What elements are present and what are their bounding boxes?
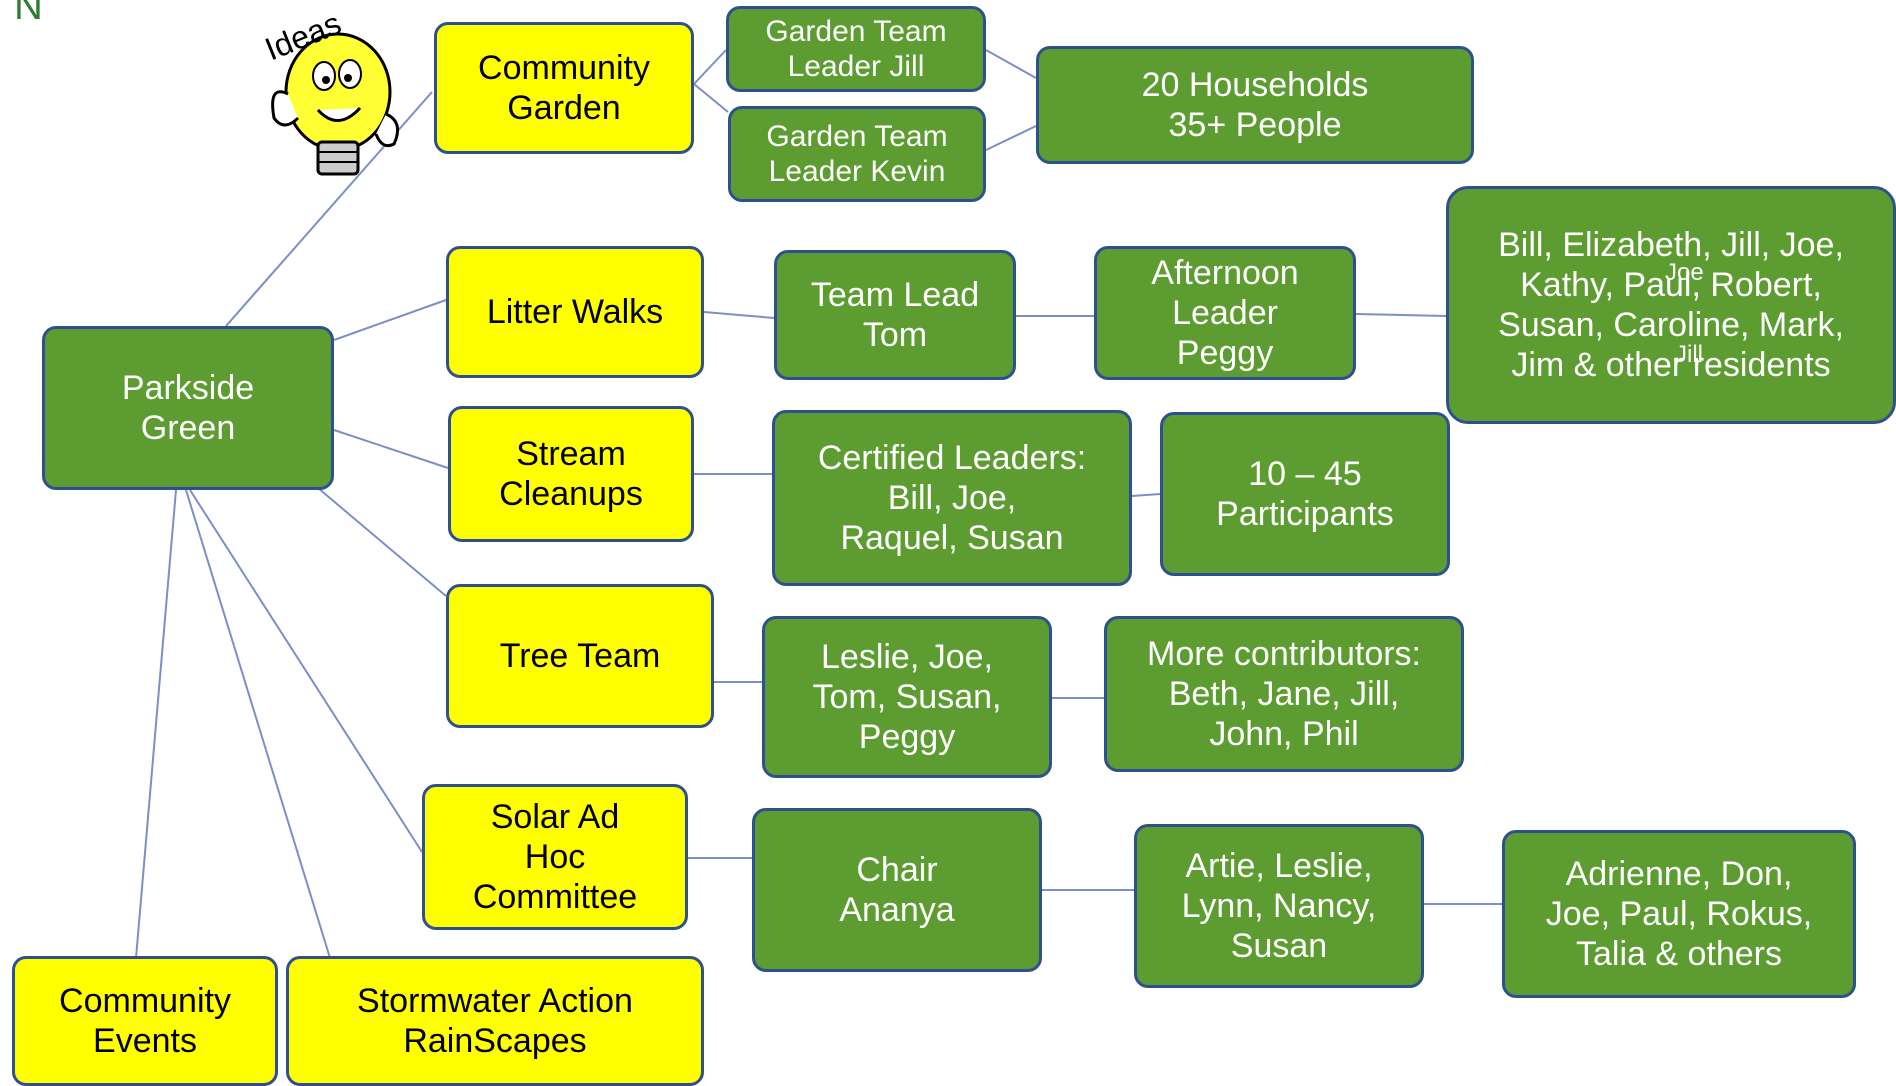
node-text-line: Peggy: [858, 718, 956, 757]
connector-line: [317, 487, 447, 597]
node-text-line: Tree Team: [499, 636, 661, 675]
node-text-line: Tom, Susan,: [812, 677, 1002, 716]
node-text-line: John, Phil: [1209, 715, 1359, 754]
node-text-line: Leader Jill: [787, 50, 925, 83]
node-text-line: Chair: [856, 850, 938, 889]
overlap-word-jill: Jill: [1675, 341, 1703, 368]
node-text-line: Community: [478, 48, 650, 87]
node-text-line: Stream: [516, 434, 626, 473]
node-text-line: Bill, Joe,: [887, 478, 1017, 517]
node-text-line: Litter Walks: [486, 292, 664, 331]
node-text-line: Peggy: [1176, 334, 1274, 373]
node-text-line: Cleanups: [499, 475, 643, 513]
connector-line: [985, 125, 1037, 151]
node-text-line: Leader Kevin: [768, 155, 946, 188]
node-text-line: Susan: [1230, 927, 1328, 966]
connector-line: [693, 83, 729, 113]
connector-line: [135, 489, 177, 959]
connector-line: [703, 311, 775, 319]
node-text-line: Community: [59, 981, 231, 1020]
node-text-line: Participants: [1216, 495, 1394, 533]
overlap-word-joe: Joe: [1665, 259, 1704, 286]
node-text-line: RainScapes: [403, 1022, 587, 1060]
node-litter-walks[interactable]: Litter Walks: [446, 246, 704, 378]
node-tree-team[interactable]: Tree Team: [446, 584, 714, 728]
node-text-line: Joe, Paul, Rokus,: [1545, 894, 1813, 933]
node-certified-leaders[interactable]: Certified Leaders:Bill, Joe,Raquel, Susa…: [772, 410, 1132, 586]
node-text-line: Susan, Caroline, Mark,: [1498, 306, 1844, 344]
node-text-line: Lynn, Nancy,: [1181, 886, 1377, 925]
node-text-line: Tom: [862, 316, 928, 354]
node-text-line: Committee: [472, 878, 638, 917]
node-tree-members[interactable]: Leslie, Joe,Tom, Susan,Peggy: [762, 616, 1052, 778]
connector-line: [1131, 493, 1161, 497]
node-text-line: Solar Ad: [490, 797, 620, 836]
node-text-line: Artie, Leslie,: [1185, 846, 1373, 885]
node-text-line: Ananya: [839, 891, 955, 929]
node-text-line: Leslie, Joe,: [821, 637, 993, 676]
node-solar-members[interactable]: Artie, Leslie,Lynn, Nancy,Susan: [1134, 824, 1424, 988]
node-text-line: Garden: [507, 89, 621, 127]
node-text-line: Team Lead: [810, 275, 980, 314]
node-text-line: Bill, Elizabeth, Jill, Joe,: [1498, 225, 1844, 264]
node-litter-volunteers[interactable]: Bill, Elizabeth, Jill, Joe,Kathy, Paul, …: [1446, 186, 1896, 424]
node-text-line: Green: [140, 409, 236, 447]
node-text-line: Leader: [1172, 293, 1278, 332]
node-text-line: Talia & others: [1576, 935, 1782, 974]
connector-line: [333, 299, 447, 341]
lightbulb-mascot-icon: [271, 32, 400, 176]
node-text-line: Jim & other residents: [1511, 346, 1831, 385]
node-text-line: Certified Leaders:: [817, 438, 1087, 477]
node-text-line: Stormwater Action: [357, 981, 633, 1020]
connector-line: [185, 489, 331, 959]
node-text-line: More contributors:: [1147, 634, 1421, 673]
node-text-line: Parkside: [121, 368, 255, 407]
node-text-line: Garden Team: [765, 14, 947, 48]
connector-line: [693, 49, 727, 85]
node-text-line: Events: [93, 1022, 197, 1060]
connector-line: [333, 429, 449, 469]
node-text-line: 35+ People: [1168, 106, 1342, 144]
node-text-line: Garden Team: [766, 119, 948, 153]
corner-logo-fragment: N: [14, 0, 43, 28]
connector-line: [189, 489, 423, 853]
node-text-line: Adrienne, Don,: [1565, 854, 1793, 893]
node-solar-others[interactable]: Adrienne, Don,Joe, Paul, Rokus,Talia & o…: [1502, 830, 1856, 998]
node-text-line: Raquel, Susan: [840, 519, 1064, 558]
volunteers-text: Bill, Elizabeth, Jill, Joe,Kathy, Paul, …: [1498, 225, 1844, 385]
node-text-line: Beth, Jane, Jill,: [1168, 674, 1400, 713]
node-text-line: 20 Households: [1141, 65, 1369, 104]
connector-line: [1355, 313, 1447, 317]
node-text-line: Hoc: [524, 837, 586, 876]
node-text-line: Afternoon: [1151, 253, 1299, 292]
node-more-contributors[interactable]: More contributors:Beth, Jane, Jill,John,…: [1104, 616, 1464, 772]
connector-line: [985, 49, 1037, 79]
node-text-line: 10 – 45: [1248, 454, 1362, 493]
node-text-line: Kathy, Paul, Robert,: [1520, 265, 1822, 304]
